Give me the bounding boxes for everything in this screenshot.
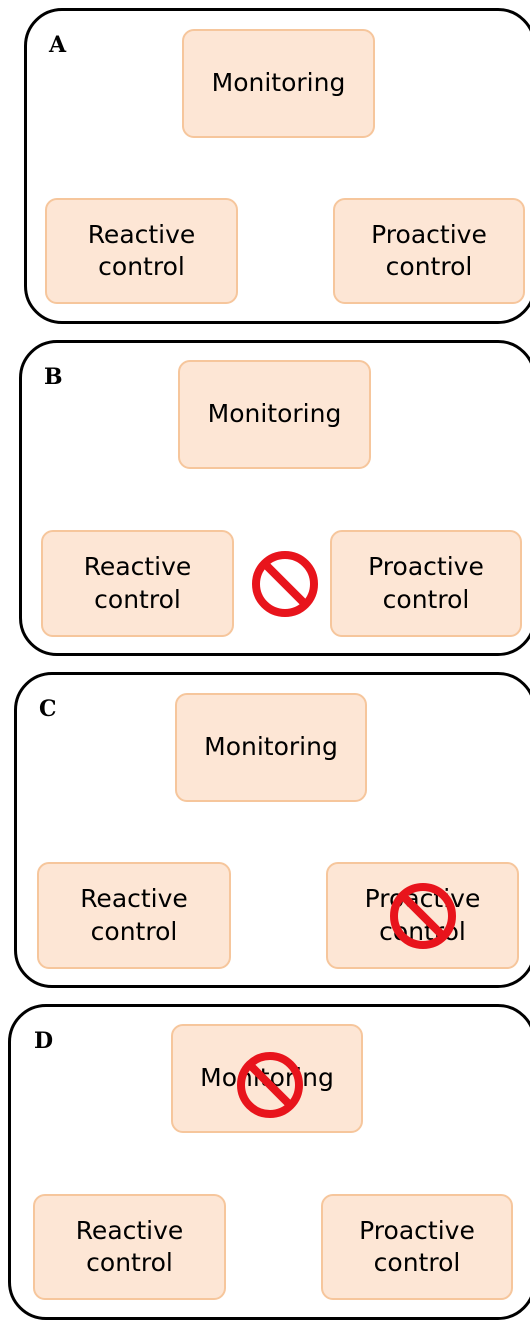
reactive-control-node-d: Reactive control — [33, 1194, 226, 1300]
panel-label-a: A — [49, 32, 67, 58]
reactive-label-line1-d: Reactive — [75, 1215, 184, 1245]
monitoring-label-a: Monitoring — [211, 68, 346, 98]
monitoring-node-c: Monitoring — [175, 693, 367, 802]
monitoring-node-b: Monitoring — [178, 360, 371, 469]
proactive-label-line2-b: control — [382, 584, 470, 614]
monitoring-node-a: Monitoring — [182, 29, 375, 138]
proactive-label-line1-b: Proactive — [368, 552, 484, 581]
reactive-label-line2-d: control — [86, 1248, 173, 1277]
monitoring-label-b: Monitoring — [207, 399, 342, 429]
proactive-label-line2-c: control — [379, 916, 466, 946]
proactive-label-line2-d: control — [373, 1248, 461, 1277]
proactive-control-node-d: Proactive control — [321, 1194, 513, 1300]
proactive-label-line1-d: Proactive — [359, 1215, 475, 1245]
reactive-control-node-a: Reactive control — [45, 198, 238, 304]
reactive-label-line1-c: Reactive — [80, 884, 188, 913]
reactive-label-line2-b: control — [94, 584, 181, 614]
monitoring-node-d: Monitoring — [171, 1024, 363, 1133]
panel-label-b: B — [44, 364, 63, 390]
proactive-control-node-c: Proactive control — [326, 862, 519, 969]
monitoring-label-c: Monitoring — [204, 732, 338, 762]
reactive-label-line2-c: control — [90, 916, 178, 946]
reactive-label-line2-a: control — [98, 252, 185, 281]
proactive-label-line1-a: Proactive — [371, 219, 487, 249]
proactive-label-line1-c: Proactive — [364, 884, 481, 913]
panel-label-c: C — [39, 696, 57, 722]
monitoring-label-d: Monitoring — [200, 1063, 334, 1093]
reactive-control-node-c: Reactive control — [37, 862, 231, 969]
reactive-control-node-b: Reactive control — [41, 530, 234, 637]
reactive-label-line1-b: Reactive — [83, 552, 192, 581]
proactive-label-line2-a: control — [385, 252, 473, 281]
reactive-label-line1-a: Reactive — [87, 219, 196, 249]
panel-label-d: D — [34, 1028, 54, 1054]
proactive-control-node-b: Proactive control — [330, 530, 522, 637]
proactive-control-node-a: Proactive control — [333, 198, 525, 304]
